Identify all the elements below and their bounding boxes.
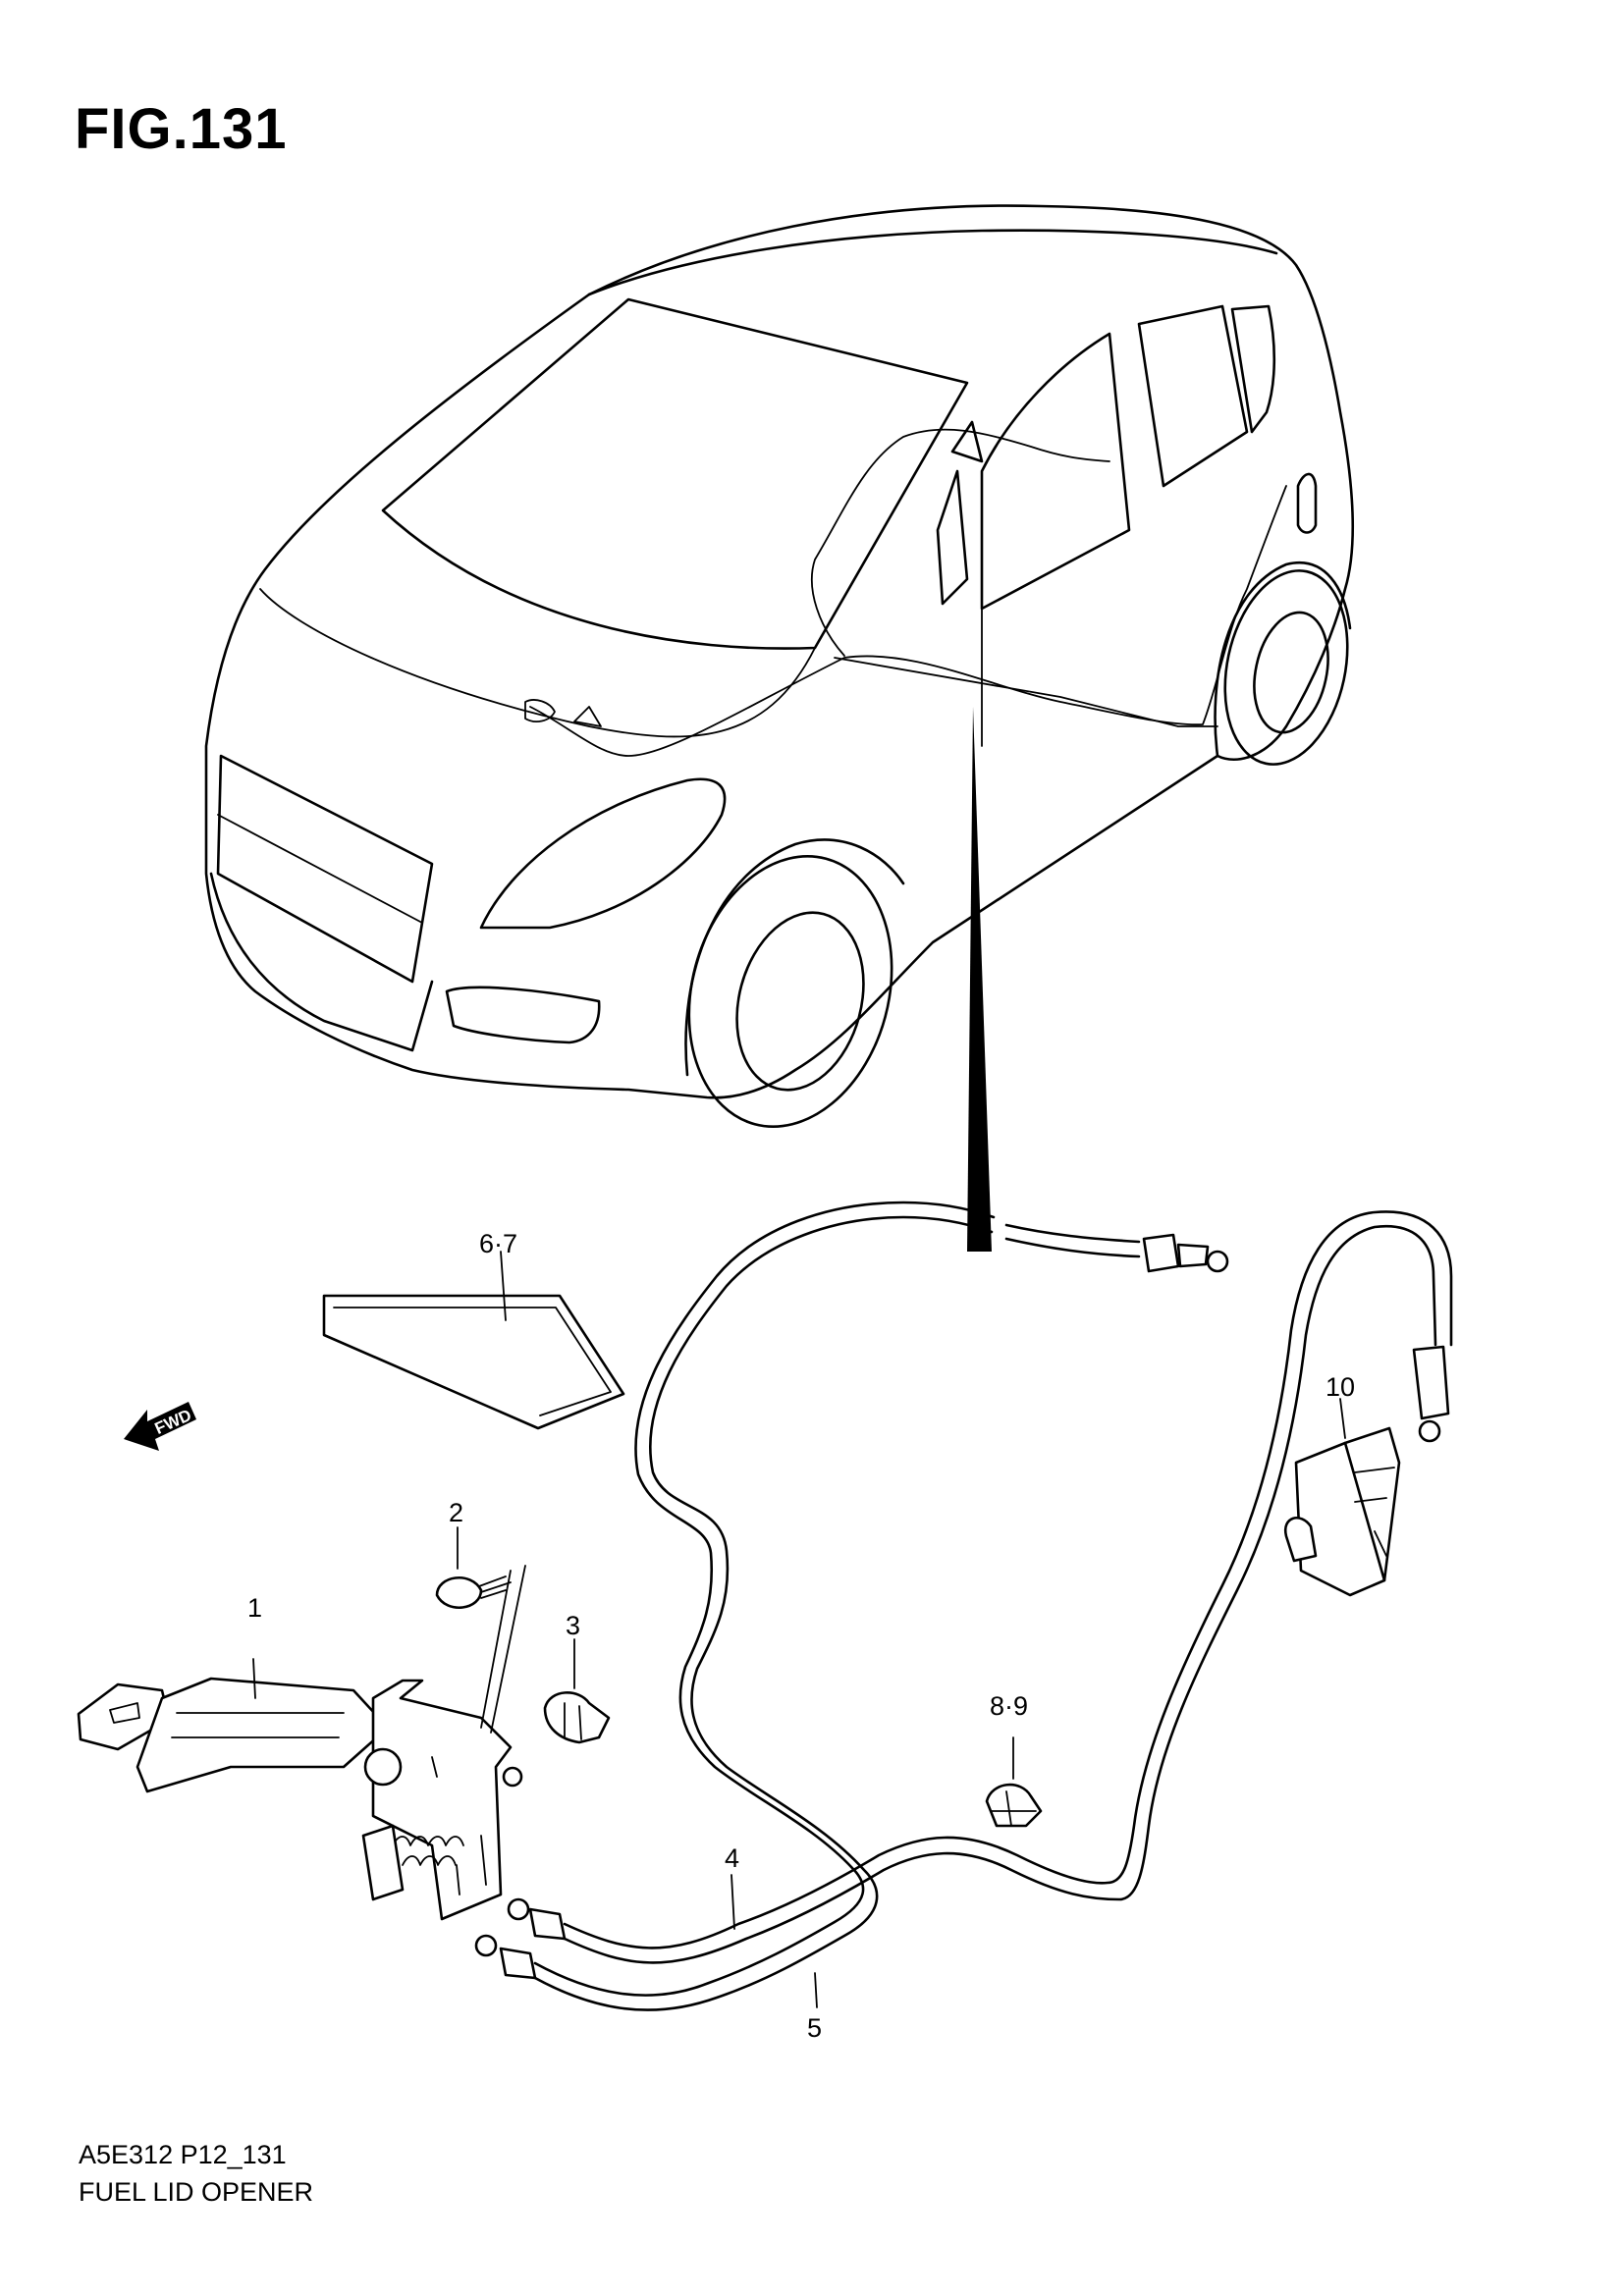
callout-6-7: 6·7 [479, 1229, 518, 1258]
car-front-door-window [980, 332, 1131, 611]
part-1-opener-lever [77, 1658, 523, 1921]
car-lever-mount [524, 699, 556, 722]
car-grille [216, 754, 434, 984]
car-fuel-lid [1296, 472, 1318, 534]
view-pointer-arrow [967, 707, 992, 1252]
car-body-outline [204, 204, 1355, 1099]
car-cable-route [529, 485, 1287, 757]
callout-10: 10 [1325, 1372, 1356, 1402]
car-fog-lamp [445, 986, 601, 1044]
car-roof-line [587, 229, 1278, 296]
callout-5: 5 [807, 2013, 823, 2043]
diagram-name: FUEL LID OPENER [79, 2177, 314, 2207]
callout-1: 1 [247, 1593, 263, 1623]
cable-upper-segment [1004, 1223, 1141, 1258]
part-6-7-pad [322, 1251, 625, 1430]
car-rear-wheel [1223, 569, 1349, 766]
car-front-wheel-hub [735, 911, 865, 1092]
cable-4-inner [563, 1210, 1453, 1949]
part-3-clip [543, 1638, 611, 1744]
car-illustration [204, 204, 1355, 1252]
cable-end-lower-5 [499, 1947, 537, 1980]
part-4-5-cables [474, 1201, 1453, 2011]
cable-end-upper [1142, 1233, 1180, 1273]
callout-8-9: 8·9 [990, 1691, 1029, 1721]
part-2-screw [435, 1526, 526, 1734]
car-rear-door-window [1137, 304, 1249, 488]
car-windshield [381, 297, 969, 650]
car-bumper-lower [209, 872, 434, 1052]
car-front-wheel-arch [684, 838, 905, 1077]
diagram-code: A5E312 P12_131 [79, 2140, 287, 2169]
car-grille-bar [217, 814, 423, 924]
callout-2: 2 [449, 1498, 464, 1527]
car-belt-line [834, 657, 1218, 727]
car-quarter-window-small [936, 469, 969, 606]
car-lever-mount-2 [573, 706, 602, 727]
car-front-wheel [687, 855, 893, 1128]
fwd-direction-marker: FWD [124, 1402, 196, 1451]
callout-3: 3 [566, 1611, 581, 1640]
car-cable-route-2 [811, 428, 1110, 657]
figure-title: FIG.131 [75, 97, 288, 161]
cable-5-outer [533, 1215, 994, 2011]
car-rear-quarter-window [1230, 304, 1276, 434]
car-rear-wheel-arch [1214, 561, 1352, 758]
car-headlamp [479, 777, 727, 930]
car-hood-crease [259, 588, 816, 738]
cable-end-lower-4 [528, 1907, 567, 1941]
callout-4: 4 [725, 1843, 740, 1873]
part-10-actuator [1283, 1345, 1450, 1597]
part-8-9-clamp [985, 1736, 1043, 1828]
car-mirror [950, 420, 984, 463]
cable-5-inner [533, 1201, 996, 1997]
car-rear-wheel-hub [1253, 611, 1329, 734]
cable-4-outer [563, 1224, 1437, 1964]
